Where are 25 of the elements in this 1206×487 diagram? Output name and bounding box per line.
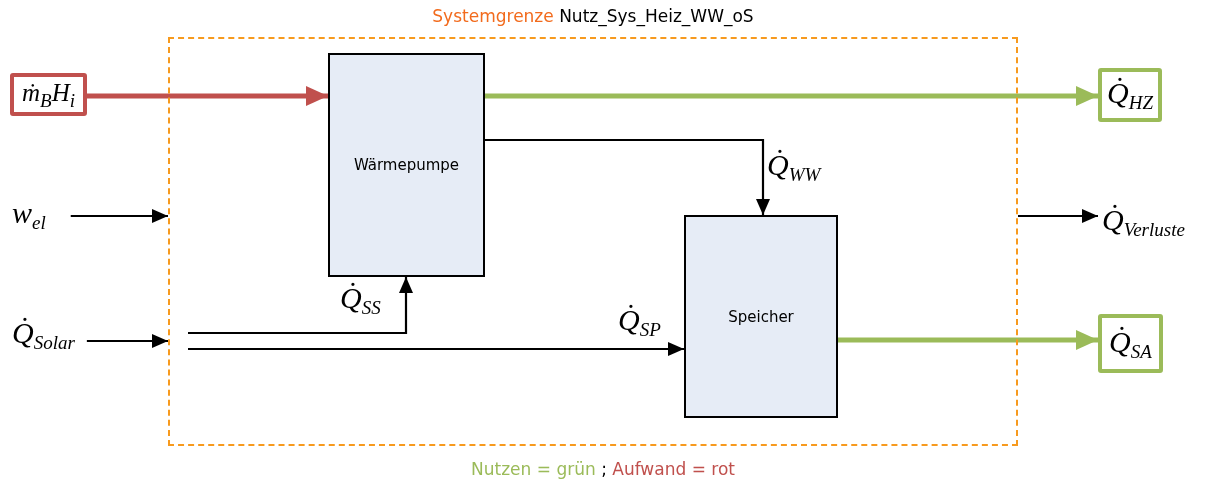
note-text: Aufwand = rot — [612, 459, 735, 479]
system-name: Nutz_Sys_Heiz_WW_oS — [559, 6, 754, 26]
arrow — [485, 138, 770, 215]
output-box: Q̇$_{SA}$ — [1098, 314, 1163, 373]
arrow — [70, 209, 168, 223]
boundary-title: Systemgrenze — [432, 6, 554, 26]
arrow — [838, 330, 1098, 350]
separator-text: ; — [601, 459, 607, 479]
input-box: ṁ$_{B}$H$_{i}$ — [10, 73, 87, 116]
arrow — [87, 86, 328, 106]
edge-label: Q̇$_{WW}$ — [767, 150, 821, 184]
output-box: Q̇$_{HZ}$ — [1098, 68, 1162, 122]
formula: w$_{el}$ — [12, 198, 46, 232]
formula: Q̇$_{Solar}$ — [12, 318, 75, 352]
arrow — [188, 277, 413, 335]
formula: Q̇$_{Verluste}$ — [1102, 205, 1185, 239]
arrow — [188, 342, 684, 356]
edge-label: Q̇$_{SS}$ — [340, 283, 381, 317]
arrow — [86, 334, 168, 348]
arrow — [485, 86, 1098, 106]
arrow — [1018, 209, 1098, 223]
edge-label: Q̇$_{SP}$ — [618, 305, 661, 339]
process-box: Wärmepumpe — [328, 53, 485, 277]
note-text: Nutzen = grün — [471, 459, 596, 479]
process-box: Speicher — [684, 215, 838, 418]
